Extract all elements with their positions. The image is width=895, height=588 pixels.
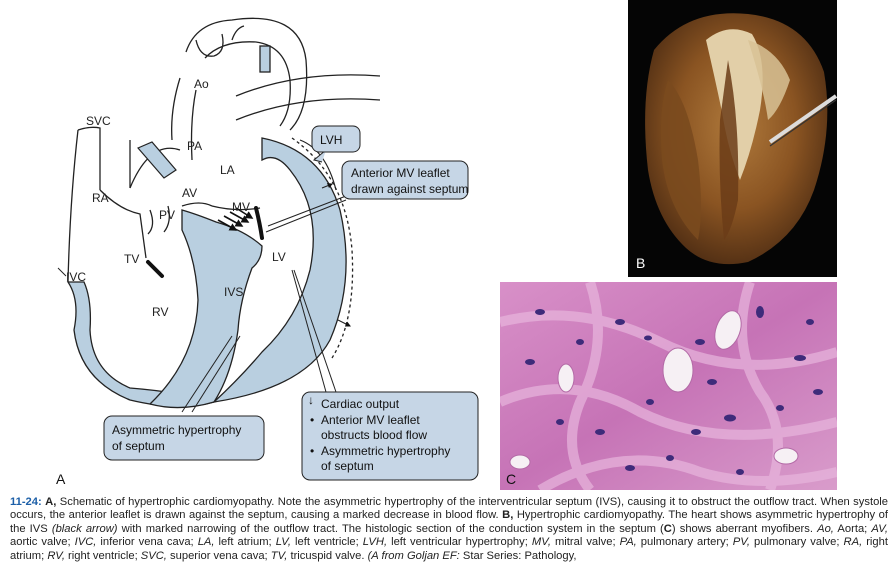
bullet-glyph: • <box>310 444 314 458</box>
mitral-flow-arrows <box>217 207 254 231</box>
callout-mv-line2: drawn against septum <box>351 182 468 196</box>
caption-abbrev: LVH, <box>362 536 388 549</box>
label-pv: PV <box>159 208 175 222</box>
panel-c-letter: C <box>506 471 516 487</box>
histology-section-photo: C <box>500 282 837 490</box>
down-arrow-glyph: ↓ <box>308 393 314 407</box>
septum-band <box>719 60 739 240</box>
label-ivc: IVC <box>66 270 86 284</box>
panel-b-letter: B <box>636 255 645 271</box>
callout-lvh: LVH <box>311 125 361 163</box>
caption-source: (A from Goljan EF: <box>367 549 460 562</box>
vascular-spaces <box>509 310 799 470</box>
callout-co-line2: Anterior MV leaflet <box>321 413 420 427</box>
caption-text: inferior vena cava; <box>96 536 198 549</box>
label-la: LA <box>220 163 235 177</box>
label-ra: RA <box>92 191 109 205</box>
caption-abbrev: MV, <box>531 536 551 549</box>
caption-abbrev: RV, <box>47 549 65 562</box>
lvh-thickness-arrow-top <box>321 183 334 189</box>
caption-abbrev: LV, <box>275 536 292 549</box>
callout-asym-line2: of septum <box>112 439 165 453</box>
lvh-thickness-arrow-bottom <box>337 319 351 327</box>
label-pa: PA <box>187 139 202 153</box>
callout-asymmetric-hypertrophy: Asymmetric hypertrophy of septum <box>103 415 265 461</box>
bullet-glyph: • <box>310 413 314 427</box>
caption-text: right atrium; <box>10 536 888 562</box>
caption-italic: (black arrow) <box>51 522 118 535</box>
caption-text: left atrium; <box>214 536 276 549</box>
panel-a-letter: A <box>56 471 66 487</box>
anterior-mv-leaflet <box>254 206 264 240</box>
callout-lvh-text: LVH <box>320 133 342 147</box>
nuclei <box>525 306 823 475</box>
label-ao: Ao <box>194 77 209 91</box>
caption-abbrev: PV, <box>732 536 750 549</box>
callout-co-line4: Asymmetric hypertrophy <box>321 444 450 458</box>
callout-pointer-lines <box>57 195 347 413</box>
figure-number: 11-24: <box>10 496 42 508</box>
callout-cardiac-output: ↓ Cardiac output • Anterior MV leaflet o… <box>301 391 479 481</box>
label-mv: MV <box>232 200 250 214</box>
caption-abbrev: RA, <box>843 536 863 549</box>
label-rv: RV <box>152 305 168 319</box>
caption-text: mitral valve; <box>550 536 620 549</box>
caption-text: pulmonary valve; <box>750 536 844 549</box>
svc-vessel-wall <box>137 141 177 179</box>
ventricle-muscle <box>660 80 701 240</box>
caption-text: ) shows aberrant myofibers. <box>671 522 818 535</box>
caption-abbrev: Ao, <box>817 522 834 535</box>
callout-mv-line1: Anterior MV leaflet <box>351 166 450 180</box>
caption-abbrev: IVC, <box>74 536 97 549</box>
caption-text: tricuspid valve. <box>287 549 368 562</box>
caption-text: with marked narrowing of the outflow tra… <box>117 522 664 535</box>
callout-anterior-mv-leaflet: Anterior MV leaflet drawn against septum <box>341 160 469 200</box>
caption-panel-ref: A, <box>45 496 57 508</box>
caption-panel-ref: C <box>663 522 672 535</box>
great-vessels <box>77 17 381 190</box>
tricuspid-valve-leaflet <box>146 260 164 278</box>
label-ivs: IVS <box>224 285 243 299</box>
callout-co-line1: Cardiac output <box>321 397 400 411</box>
caption-abbrev: SVC, <box>140 549 167 562</box>
caption-abbrev: PA, <box>619 536 637 549</box>
label-av: AV <box>182 186 197 200</box>
caption-text: left ventricle; <box>291 536 363 549</box>
black-arrow-probe <box>768 94 837 144</box>
probe-shadow <box>769 99 837 147</box>
heart-schematic-diagram: Ao SVC PA LA RA AV MV PV TV IVC RV IVS L… <box>56 17 479 487</box>
callout-asym-line1: Asymmetric hypertrophy <box>112 423 241 437</box>
caption-abbrev: AV, <box>871 522 888 535</box>
caption-text: left ventricular hypertrophy; <box>387 536 532 549</box>
caption-text: superior vena cava; <box>166 549 271 562</box>
caption-text: right ventricle; <box>64 549 141 562</box>
normal-wall-dashed-outline <box>291 137 354 359</box>
caption-text: pulmonary artery; <box>636 536 733 549</box>
figure-caption: 11-24: A, Schematic of hypertrophic card… <box>10 496 888 563</box>
caption-panel-ref: B, <box>502 509 514 522</box>
label-lv: LV <box>272 250 286 264</box>
caption-abbrev: TV, <box>270 549 288 562</box>
callout-co-line3: obstructs blood flow <box>321 428 427 442</box>
label-tv: TV <box>124 252 139 266</box>
callout-co-line5: of septum <box>321 459 374 473</box>
valve-tissue <box>748 40 790 120</box>
left-ventricle-wall <box>211 137 347 403</box>
interventricular-septum <box>148 209 263 409</box>
label-svc: SVC <box>86 114 111 128</box>
caption-text: Hypertrophic cardiomyopathy. The heart s… <box>10 509 888 535</box>
gross-heart-photo: B <box>628 0 837 277</box>
caption-text: Schematic of hypertrophic cardiomyopathy… <box>10 496 889 522</box>
caption-abbrev: LA, <box>197 536 215 549</box>
caption-text: Aorta; <box>833 522 872 535</box>
myofiber-bands <box>500 282 837 490</box>
caption-text: aortic valve; <box>10 536 75 549</box>
caption-source-title: Star Series: Pathology, <box>459 549 577 562</box>
